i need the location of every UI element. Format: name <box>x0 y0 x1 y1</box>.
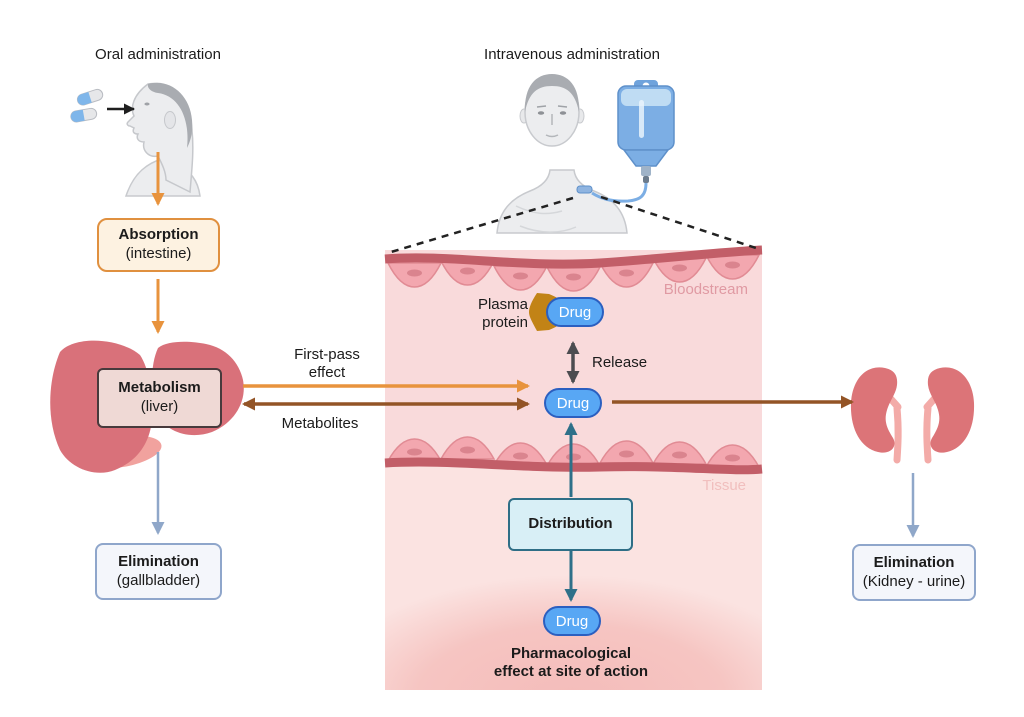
oral-administration-title: Oral administration <box>95 46 221 63</box>
absorption-subtitle: (intestine) <box>125 245 192 262</box>
vessel-wall-bottom-icon <box>384 436 763 475</box>
flow-arrows <box>151 152 920 602</box>
elimination-kidney-box: Elimination (Kidney - urine) <box>852 544 976 601</box>
absorption-title: Absorption <box>118 226 199 244</box>
metabolism-title: Metabolism <box>118 379 201 397</box>
person-icon <box>496 74 628 234</box>
absorption-box: Absorption (intestine) <box>97 218 220 272</box>
vessel-wall-icon <box>384 245 763 292</box>
head-profile-icon <box>124 82 201 197</box>
plasma-protein-line2: protein <box>482 314 528 331</box>
distribution-box: Distribution <box>508 498 633 551</box>
elimination-kidney-subtitle: (Kidney - urine) <box>862 572 966 590</box>
drug-pill-free: Drug <box>544 388 602 418</box>
first-pass-label: First-pass effect <box>272 346 382 382</box>
plasma-protein-line1: Plasma <box>477 296 528 313</box>
elimination-gallbladder-subtitle: (gallbladder) <box>116 571 201 589</box>
release-label: Release <box>592 354 648 371</box>
metabolism-subtitle: (liver) <box>140 398 179 415</box>
first-pass-line2: effect <box>308 364 346 381</box>
metabolites-label: Metabolites <box>281 415 359 432</box>
tissue-label: Tissue <box>702 477 746 494</box>
drug-pill-tissue: Drug <box>543 606 601 636</box>
distribution-title: Distribution <box>528 515 613 533</box>
drug-pill-bound: Drug <box>546 297 604 327</box>
pills-icon <box>70 88 104 123</box>
iv-bag-icon <box>576 80 675 203</box>
elimination-gallbladder-title: Elimination <box>118 552 199 570</box>
kidneys-icon <box>850 367 975 464</box>
first-pass-line1: First-pass <box>294 346 360 363</box>
elimination-kidney-title: Elimination <box>873 553 955 571</box>
intravenous-administration-title: Intravenous administration <box>484 46 660 63</box>
bloodstream-label: Bloodstream <box>663 281 748 298</box>
zoom-callout-lines <box>390 195 760 254</box>
elimination-gallbladder-box: Elimination (gallbladder) <box>95 543 222 600</box>
pharmacological-effect-line1: Pharmacological <box>510 645 632 662</box>
metabolism-box: Metabolism (liver) <box>97 368 222 428</box>
pharmacological-effect-label: Pharmacological effect at site of action <box>451 645 691 681</box>
pharmacological-effect-line2: effect at site of action <box>493 663 649 680</box>
plasma-protein-label: Plasma protein <box>448 296 528 332</box>
